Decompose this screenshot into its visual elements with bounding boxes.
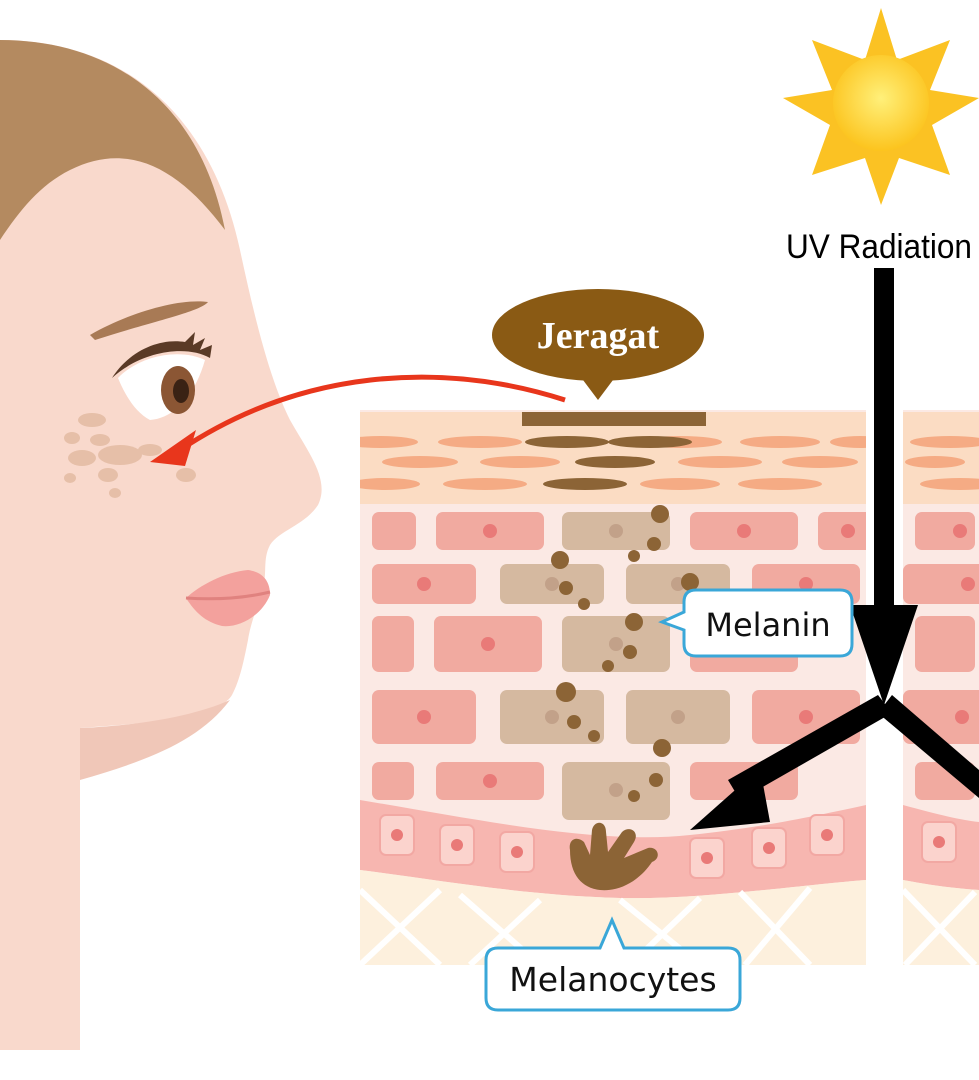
lip-line [185, 590, 271, 601]
skin-cross-section [360, 410, 866, 965]
jeragat-bubble: Jeragat [492, 289, 704, 400]
skin-cross-section-right [903, 410, 979, 965]
jeragat-label: Jeragat [537, 315, 660, 357]
basal-nuclei [391, 829, 833, 864]
melanin-callout: Melanin [658, 588, 854, 658]
basal-cells [379, 814, 845, 879]
freckles [64, 413, 196, 498]
melanin-granules [551, 505, 699, 802]
melanin-cell-nuclei [545, 524, 685, 797]
face-skin [0, 40, 322, 1050]
uv-arrow [690, 268, 979, 830]
jeragat-spot [522, 412, 706, 426]
face-profile [0, 40, 322, 1050]
melanocyte-cell [569, 822, 658, 891]
eyelashes [112, 332, 212, 378]
melanin-label: Melanin [705, 606, 830, 644]
melanocytes-callout: Melanocytes [484, 916, 742, 1012]
jeragat-indicator-arrow [150, 374, 566, 466]
melanocytes-label: Melanocytes [509, 960, 716, 999]
hair [0, 40, 225, 240]
eyebrow [90, 301, 208, 340]
eye-pupil [173, 379, 189, 403]
sun-icon [783, 8, 979, 205]
pigmented-corneum [525, 436, 692, 490]
neck-shadow [80, 700, 230, 780]
uv-radiation-label: UV Radiation [786, 228, 972, 266]
corneum-cells [360, 436, 866, 490]
